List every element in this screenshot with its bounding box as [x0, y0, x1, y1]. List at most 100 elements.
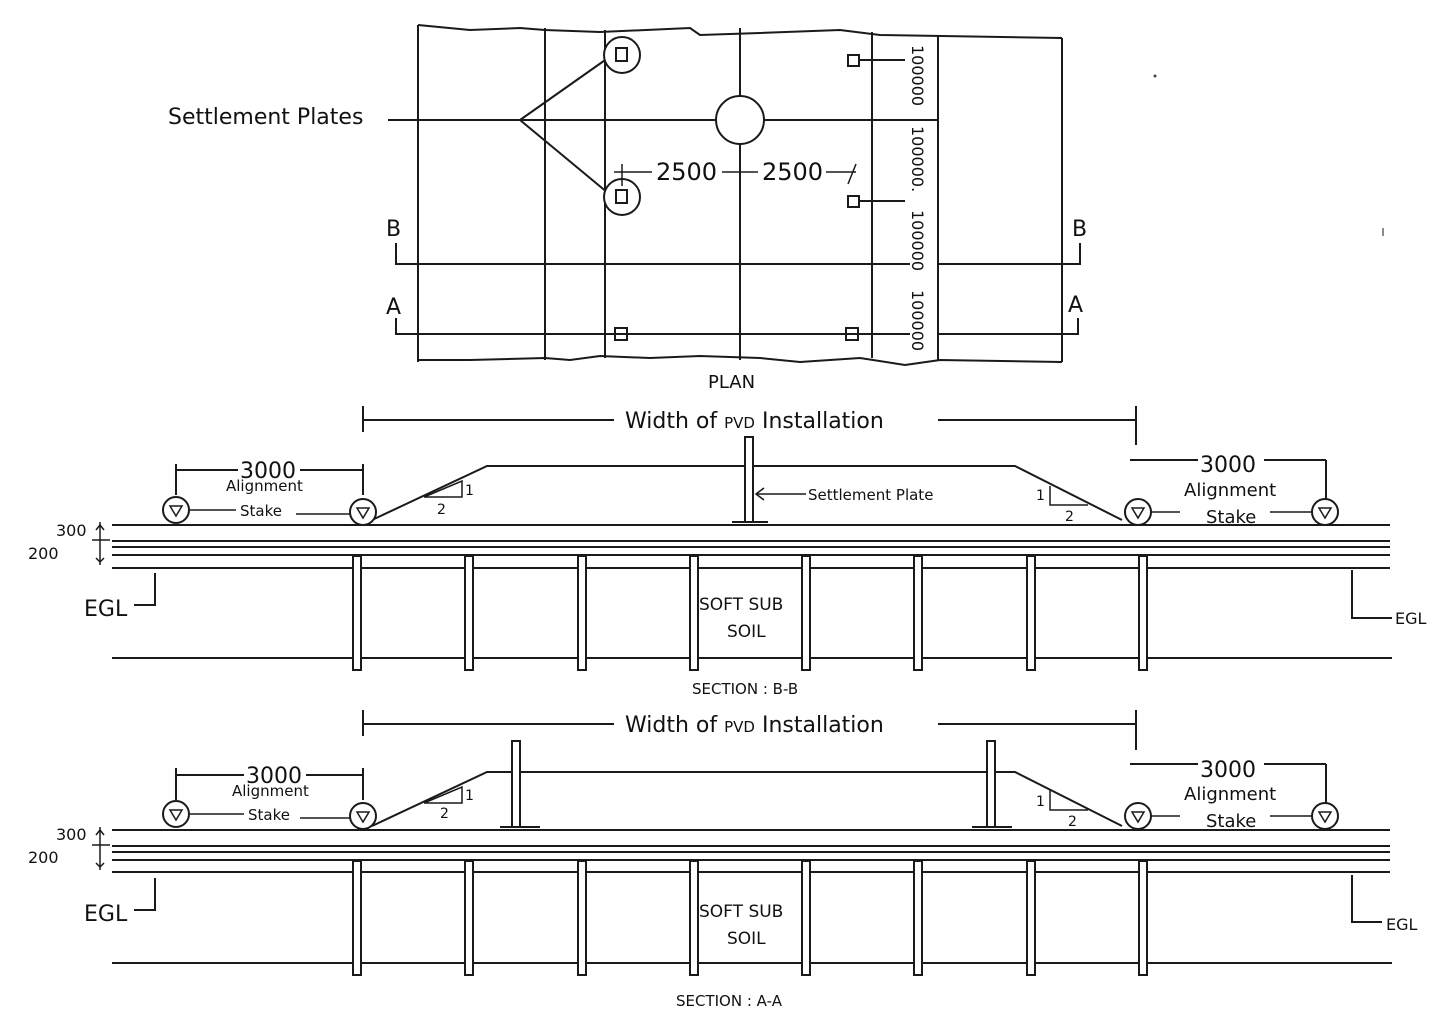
pvd-drain — [577, 860, 587, 976]
right-stake-label: Alignment — [1184, 784, 1276, 805]
egl-label-right: EGL — [1386, 915, 1418, 934]
arrow-icon — [754, 487, 765, 501]
slope-v-right: 1 — [1036, 794, 1045, 810]
pvd-drain — [801, 555, 811, 671]
dim-200-label: 200 — [28, 544, 59, 563]
alignment-stake-icon — [162, 496, 190, 524]
slope-v-left: 1 — [465, 483, 474, 499]
right-offset-label: 3000 — [1200, 758, 1256, 783]
stake-marker — [847, 54, 860, 67]
left-stake-label: Alignment — [226, 477, 303, 495]
spacing-left-label: 2500 — [656, 158, 717, 186]
section-line-a — [395, 318, 910, 335]
pvd-drain — [1026, 555, 1036, 671]
settlement-plate-rod — [744, 436, 754, 523]
pvd-drain — [352, 555, 362, 671]
settlement-plate-rod — [511, 740, 521, 828]
pvd-drain — [801, 860, 811, 976]
slope-indicator-right — [1049, 486, 1088, 506]
right-stake-label: Stake — [1206, 811, 1256, 832]
section-line-a-right — [938, 318, 1079, 335]
left-stake-label: Alignment — [232, 782, 309, 800]
alignment-stake-icon — [1124, 802, 1152, 830]
soil-label: SOFT SUB — [699, 902, 783, 922]
egl-leader-left — [134, 878, 156, 911]
embankment-outline — [371, 771, 1123, 827]
slope-v-right: 1 — [1036, 488, 1045, 504]
pvd-drain — [689, 555, 699, 671]
settlement-plate-label: Settlement Plate — [808, 486, 933, 504]
alignment-stake-icon — [1311, 802, 1339, 830]
pvd-drain — [464, 860, 474, 976]
pvd-drain — [913, 555, 923, 671]
alignment-stake-icon — [1124, 498, 1152, 526]
slope-h-left: 2 — [440, 806, 449, 822]
pvd-drain — [352, 860, 362, 976]
settlement-plate-circle-top — [603, 36, 641, 74]
chainage-label: 100000 — [908, 290, 927, 351]
section-a-marker-right: A — [1068, 293, 1083, 318]
pvd-drain — [1026, 860, 1036, 976]
section-line-b — [395, 243, 910, 265]
right-stake-label: Alignment — [1184, 480, 1276, 501]
pvd-drains — [352, 860, 1148, 976]
right-offset-label: 3000 — [1200, 453, 1256, 478]
alignment-stake-icon — [349, 498, 377, 526]
right-stake-label: Stake — [1206, 507, 1256, 528]
triangle-icon — [168, 505, 184, 518]
width-label: Width of PVD Installation — [625, 409, 884, 434]
section-line-b-right — [938, 243, 1081, 265]
slope-indicator-left — [423, 785, 463, 804]
settlement-plate-marker — [615, 47, 628, 62]
chainage-label: 100000. — [908, 126, 927, 192]
slope-h-right: 2 — [1068, 814, 1077, 830]
plan-top-break-line — [417, 24, 1063, 39]
soil-label: SOFT SUB — [699, 595, 783, 615]
dim-tick — [847, 163, 857, 185]
egl-label-left: EGL — [84, 902, 128, 927]
stake-marker — [847, 195, 860, 208]
settlement-plate-circle-center — [715, 95, 765, 145]
pvd-drain — [1138, 555, 1148, 671]
dim-200-label: 200 — [28, 848, 59, 867]
triangle-icon — [1317, 811, 1333, 824]
spacing-right-label: 2500 — [762, 158, 823, 186]
arrow-icon — [95, 828, 105, 836]
section-bb-title: SECTION : B-B — [692, 680, 798, 698]
arrow-icon — [95, 862, 105, 869]
egl-leader-right — [1351, 875, 1382, 923]
slope-indicator-left — [423, 479, 463, 498]
triangle-icon — [1317, 507, 1333, 520]
plan-title: PLAN — [708, 372, 755, 393]
settlement-plate-marker — [615, 189, 628, 204]
chainage-label: 100000 — [908, 45, 927, 106]
egl-leader-right — [1351, 570, 1392, 619]
slope-indicator-right — [1049, 790, 1088, 811]
chainage-label: 100000 — [908, 210, 927, 271]
egl-leader-left — [134, 573, 156, 606]
alignment-stake-icon — [162, 800, 190, 828]
pvd-drain — [913, 860, 923, 976]
plan-view: Settlement Plates 2500 2500 100000 10000… — [168, 24, 1087, 393]
section-a-marker-left: A — [386, 295, 401, 320]
arrow-icon — [95, 523, 105, 531]
triangle-icon — [355, 507, 371, 520]
egl-label-right: EGL — [1395, 609, 1427, 628]
alignment-stake-icon — [349, 802, 377, 830]
triangle-icon — [1130, 811, 1146, 824]
pvd-drains — [352, 555, 1148, 671]
pvd-drain — [577, 555, 587, 671]
left-stake-label: Stake — [240, 502, 282, 520]
arrow-icon — [95, 557, 105, 564]
slope-h-left: 2 — [437, 502, 446, 518]
slope-v-left: 1 — [465, 788, 474, 804]
triangle-icon — [1130, 507, 1146, 520]
dim-300-label: 300 — [56, 521, 87, 540]
stray-mark — [1153, 74, 1157, 78]
pvd-drain — [1138, 860, 1148, 976]
pvd-drain — [689, 860, 699, 976]
egl-label-left: EGL — [84, 597, 128, 622]
triangle-icon — [168, 809, 184, 822]
section-aa: Width of PVD Installation 1 2 1 2 3000 A… — [28, 710, 1418, 1010]
